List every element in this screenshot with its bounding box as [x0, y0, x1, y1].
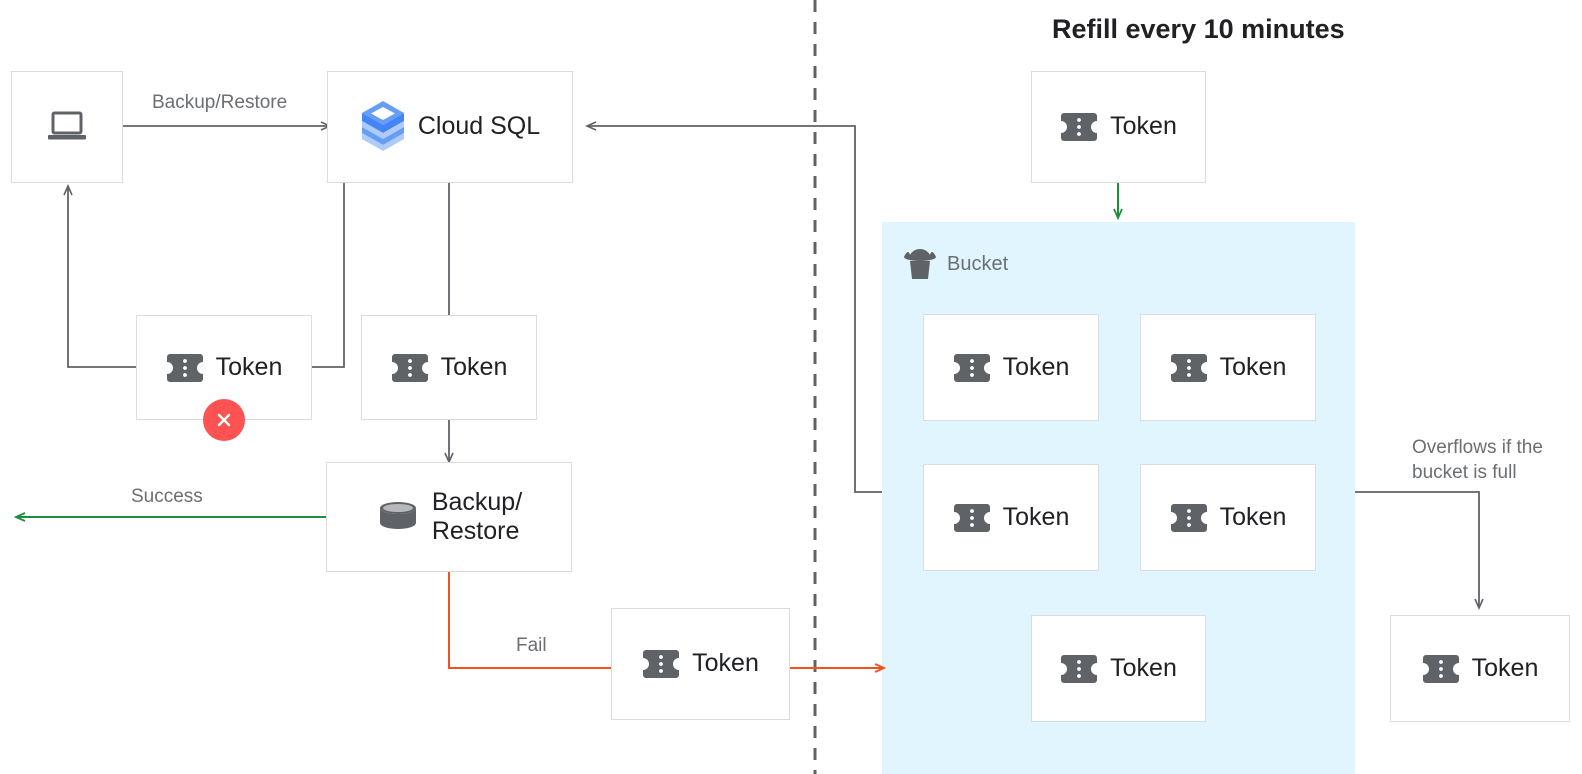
bucket-token-3[interactable]: Token — [923, 464, 1099, 571]
token-icon — [166, 353, 204, 383]
node-token-refill-label: Token — [1110, 112, 1177, 141]
bucket-token-1-label: Token — [1002, 352, 1070, 381]
wire-bucket-overflow — [1355, 491, 1484, 610]
bucket-token-2-label: Token — [1219, 352, 1287, 381]
node-token-consumed[interactable]: Token — [361, 315, 537, 420]
token-icon — [642, 649, 680, 679]
node-client[interactable] — [11, 71, 123, 183]
wire-cloudsql-to-token-failed — [311, 182, 345, 368]
token-icon — [1170, 503, 1208, 533]
bucket-token-4[interactable]: Token — [1140, 464, 1316, 571]
bucket-token-3-label: Token — [1002, 502, 1070, 531]
cloud-sql-icon — [360, 100, 406, 154]
token-icon — [953, 353, 991, 383]
wire-bucket-to-cloudsql — [585, 121, 882, 493]
node-token-consumed-label: Token — [440, 352, 508, 381]
database-icon — [376, 499, 420, 535]
token-icon — [953, 503, 991, 533]
node-token-overflow-label: Token — [1471, 653, 1539, 682]
edge-label-success: Success — [131, 486, 203, 507]
bucket-tag-label: Bucket — [947, 252, 1009, 275]
bucket-token-1[interactable]: Token — [923, 314, 1099, 421]
token-icon — [391, 353, 429, 383]
bucket-token-2[interactable]: Token — [1140, 314, 1316, 421]
bucket-token-4-label: Token — [1219, 502, 1287, 531]
node-cloud-sql-label: Cloud SQL — [417, 112, 541, 141]
bucket-token-5-label: Token — [1110, 653, 1177, 682]
bucket-icon — [903, 248, 937, 280]
node-cloud-sql[interactable]: Cloud SQL — [327, 71, 573, 183]
bucket-token-5[interactable]: Token — [1031, 615, 1206, 722]
page-title: Refill every 10 minutes — [1052, 14, 1345, 44]
edge-label-fail: Fail — [516, 635, 547, 656]
error-x-icon — [203, 399, 245, 441]
node-token-fail-return[interactable]: Token — [611, 608, 790, 720]
token-icon — [1422, 654, 1460, 684]
node-token-failed-label: Token — [215, 352, 283, 381]
edge-label-backup-restore: Backup/Restore — [152, 92, 288, 113]
wire-token-failed-to-client — [63, 184, 136, 368]
bucket-tag: Bucket — [903, 248, 1008, 280]
node-token-overflow[interactable]: Token — [1390, 615, 1570, 722]
token-icon — [1060, 112, 1098, 142]
token-icon — [1170, 353, 1208, 383]
wire-backup-fail — [448, 572, 611, 669]
node-token-refill[interactable]: Token — [1031, 71, 1206, 183]
laptop-icon — [46, 110, 88, 144]
token-icon — [1060, 654, 1098, 684]
node-token-fail-return-label: Token — [692, 649, 759, 678]
edge-label-overflow: Overflows if the bucket is full — [1412, 437, 1543, 483]
node-backup-restore[interactable]: Backup/ Restore — [326, 462, 572, 572]
node-backup-restore-label: Backup/ Restore — [431, 487, 523, 546]
